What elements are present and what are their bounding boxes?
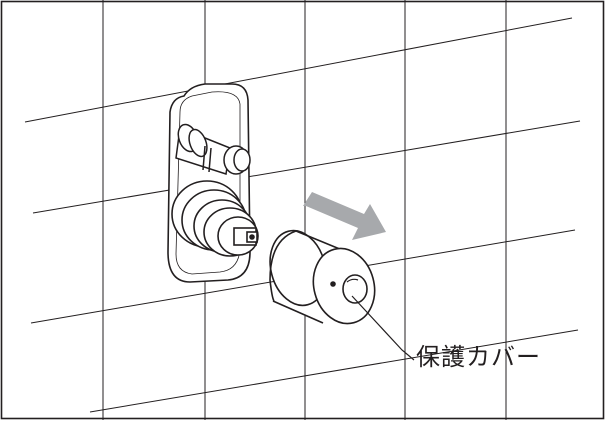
spindle-end-face — [233, 148, 251, 172]
cover-side-profile — [269, 230, 297, 302]
spindle-ring — [188, 128, 208, 158]
protective-cover — [269, 229, 376, 325]
cover-cap-highlight — [346, 278, 359, 283]
callout-leader-line — [351, 295, 415, 361]
cover-indicator-dot — [330, 281, 336, 287]
valve-spindle — [175, 123, 251, 175]
spindle-thread — [208, 147, 212, 173]
protective-cover-label: 保護カバー — [416, 343, 541, 371]
tile-joint-horizontal — [24, 17, 573, 123]
removal-arrow — [303, 192, 386, 240]
tile-joint-horizontal — [32, 120, 581, 214]
valve-body — [171, 180, 259, 257]
spindle-thread — [202, 145, 206, 171]
cover-center-cap — [342, 274, 368, 304]
valve-stem-hole — [249, 234, 255, 240]
cover-bottom-edge — [272, 300, 324, 324]
tile-joint-horizontal — [89, 329, 579, 413]
